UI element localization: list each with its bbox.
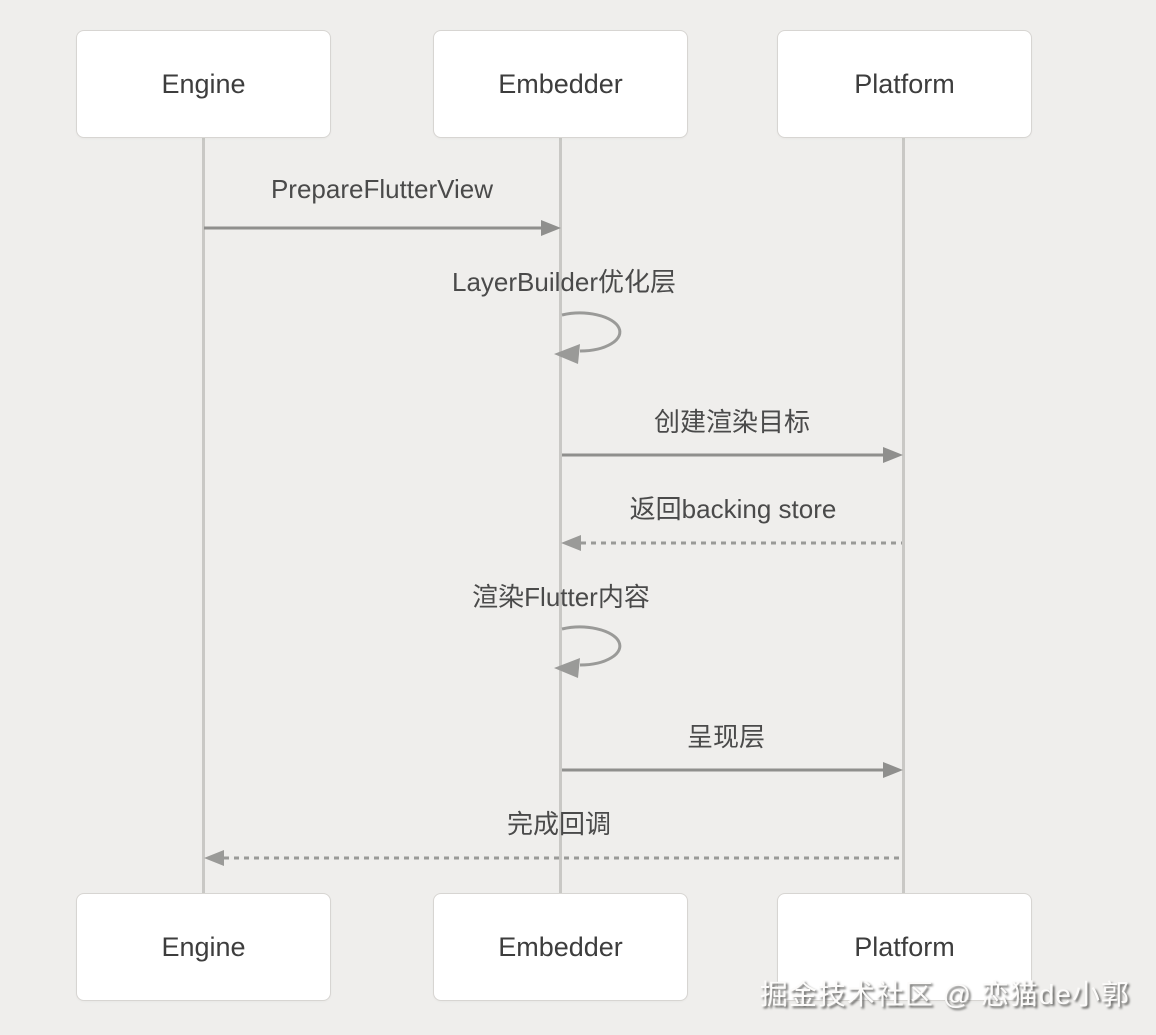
arrowhead-left-icon — [204, 850, 224, 866]
lifeline-embedder — [559, 138, 562, 893]
arrow-create-render-target — [562, 447, 903, 463]
message-label-render-flutter-content: 渲染Flutter内容 — [472, 582, 650, 612]
arrowhead-left-icon — [554, 344, 580, 364]
arrow-present-layer — [562, 762, 903, 778]
actor-box-engine-top: Engine — [76, 30, 331, 138]
self-loop-layerbuilder — [554, 311, 622, 364]
message-label-layerbuilder: LayerBuilder优化层 — [452, 267, 676, 297]
watermark: 掘金技术社区 @ 恋猫de小郭 — [759, 979, 1130, 1010]
arrowhead-right-icon — [883, 762, 903, 778]
arrow-prepare-flutter-view — [204, 220, 561, 236]
self-loop-render-flutter — [554, 625, 622, 678]
arrow-complete-callback — [204, 850, 902, 866]
lifeline-platform — [902, 138, 905, 893]
arrow-return-backing-store — [561, 535, 902, 551]
actor-box-platform-bottom: Platform — [777, 893, 1032, 1001]
arrowhead-right-icon — [883, 447, 903, 463]
message-label-return-backing-store: 返回backing store — [629, 494, 837, 524]
lifeline-engine — [202, 138, 205, 893]
arrowhead-right-icon — [541, 220, 561, 236]
actor-box-embedder-bottom: Embedder — [433, 893, 688, 1001]
message-label-create-render-target: 创建渲染目标 — [653, 407, 811, 437]
message-label-complete-callback: 完成回调 — [506, 809, 612, 839]
message-label-prepare-flutter-view: PrepareFlutterView — [270, 174, 494, 204]
actor-box-embedder-top: Embedder — [433, 30, 688, 138]
actor-box-platform-top: Platform — [777, 30, 1032, 138]
message-label-present-layer: 呈现层 — [686, 722, 766, 752]
actor-box-engine-bottom: Engine — [76, 893, 331, 1001]
arrowhead-left-icon — [554, 658, 580, 678]
arrowhead-left-icon — [561, 535, 581, 551]
